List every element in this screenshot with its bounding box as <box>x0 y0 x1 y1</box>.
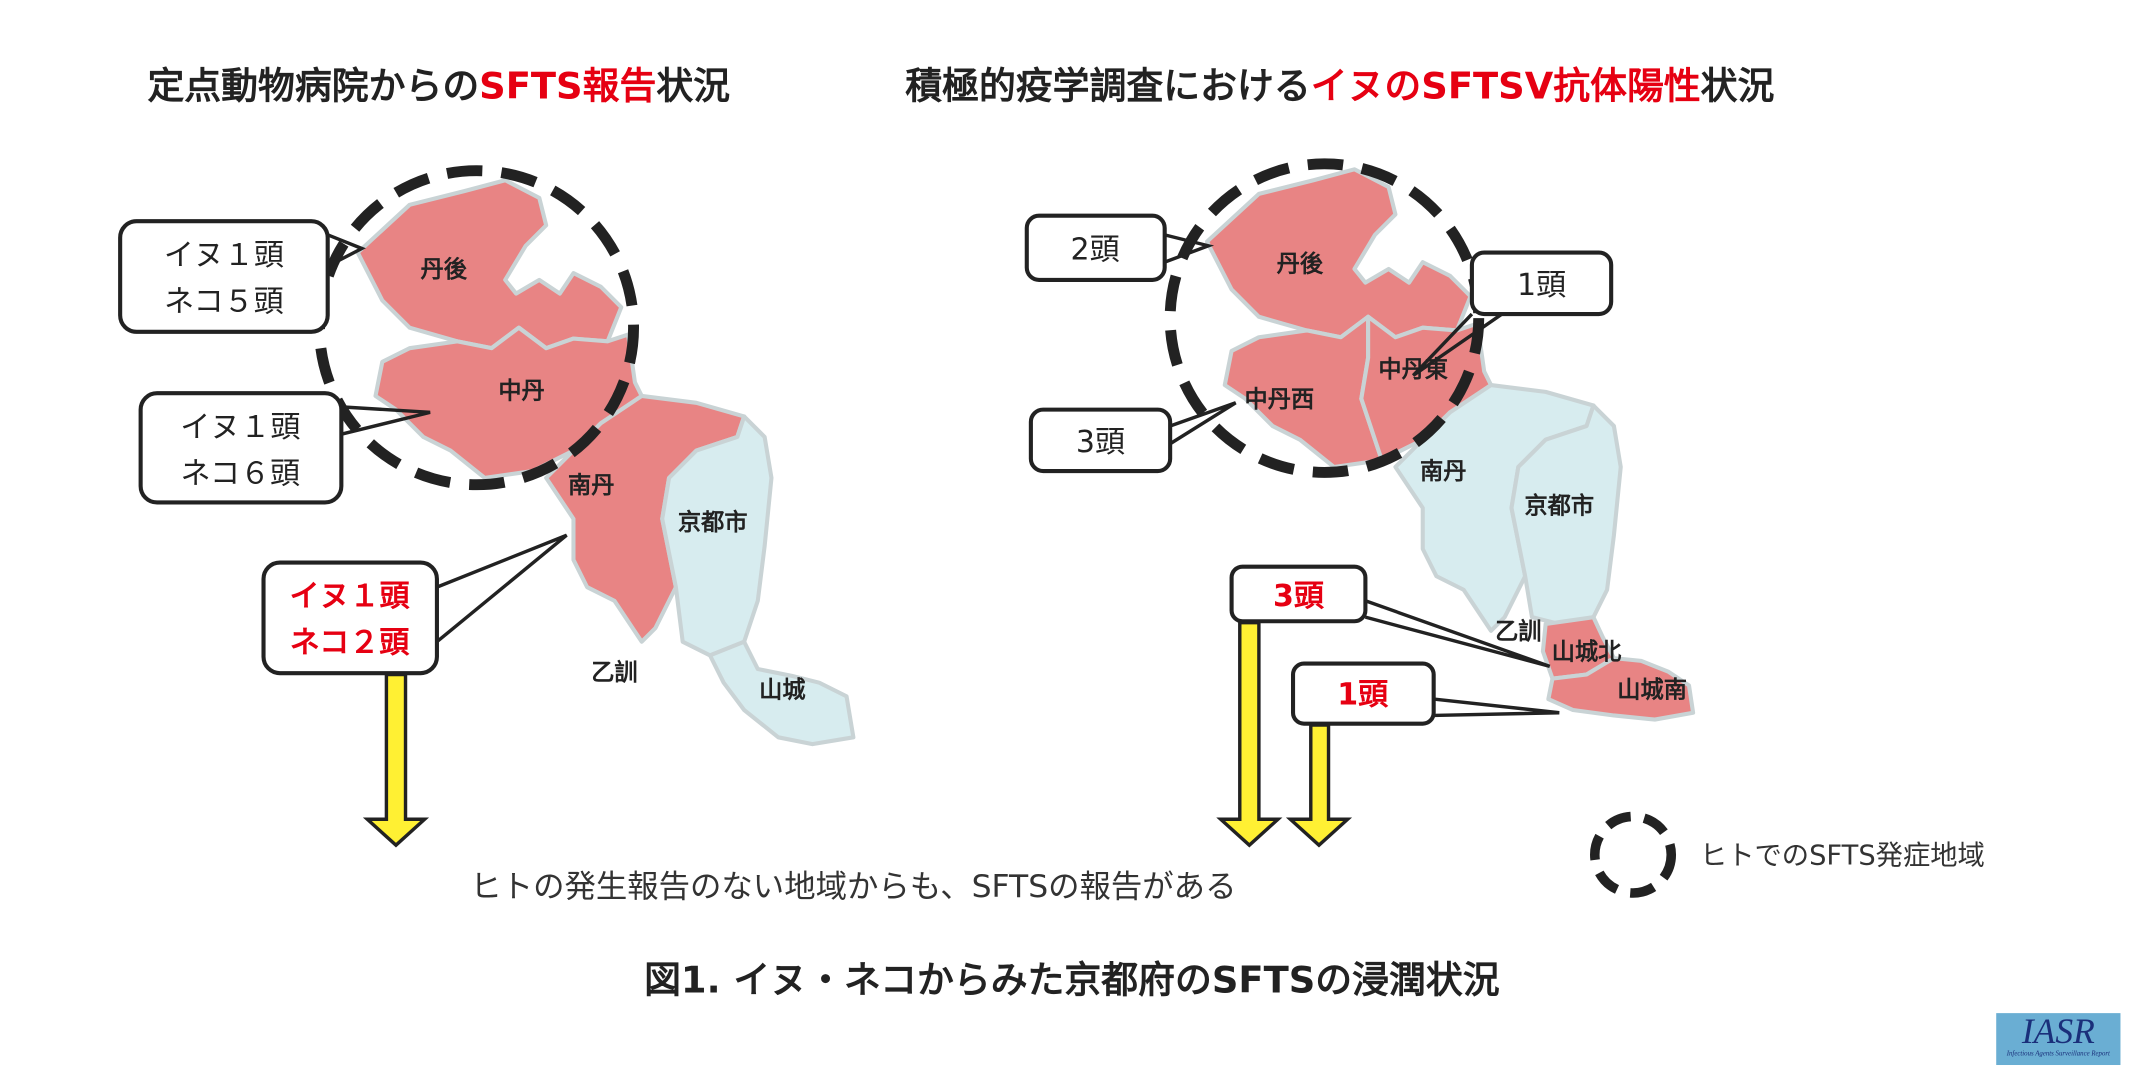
region-yamashiro <box>707 639 856 747</box>
region-chutan-west <box>1222 314 1384 470</box>
label-tango: 丹後 <box>1277 251 1324 278</box>
label-nantan: 南丹 <box>1420 458 1466 485</box>
callout-text: イヌ１頭 <box>164 238 284 273</box>
callout-text: 2頭 <box>1070 232 1119 267</box>
label-yamashiro: 山城 <box>759 677 805 704</box>
region-tango <box>1204 167 1473 340</box>
callout-tango <box>118 219 330 334</box>
label-tango: 丹後 <box>421 256 468 283</box>
callout-nantan <box>261 560 439 676</box>
legend-dashed-circle-icon <box>1590 811 1677 898</box>
callout-text: ネコ６頭 <box>181 456 300 491</box>
iasr-logo: IASR Infectious Agents Surveillance Repo… <box>1996 1011 2121 1066</box>
logo-sub: Infectious Agents Surveillance Report <box>2006 1051 2110 1059</box>
callout-yamashiro-north <box>1229 564 1368 624</box>
down-arrow-icon <box>1285 723 1353 848</box>
callout-text: 3頭 <box>1076 425 1125 460</box>
callout-text: ネコ２頭 <box>290 626 410 661</box>
figure-caption: 図1. イヌ・ネコからみた京都府のSFTSの浸潤状況 <box>644 959 1500 1002</box>
logo-main: IASR <box>2021 1011 2095 1052</box>
legend-label: ヒトでのSFTS発症地域 <box>1700 840 1985 871</box>
callout-text: 1頭 <box>1517 268 1566 303</box>
callout-text: 1頭 <box>1337 678 1389 713</box>
down-arrow-icon <box>1216 620 1283 848</box>
right-title: 積極的疫学調査におけるイヌのSFTSV抗体陽性状況 <box>905 64 1774 107</box>
label-nantan: 南丹 <box>568 472 614 499</box>
callout-text: ネコ５頭 <box>164 284 283 319</box>
left-map: 丹後 中丹 南丹 京都市 乙訓 山城 イヌ１頭 ネコ５頭 イヌ１頭 ネコ６頭 イ… <box>118 165 856 848</box>
callout-chutan-east <box>1469 250 1614 317</box>
left-title: 定点動物病院からのSFTS報告状況 <box>147 64 730 107</box>
right-map: 丹後 中丹東 中丹西 南丹 京都市 乙訓 山城北 山城南 2頭 1頭 3頭 3頭… <box>1024 158 1696 848</box>
down-arrow-icon <box>362 672 430 848</box>
callout-yamashiro-south <box>1290 661 1436 726</box>
callout-chutan-west <box>1028 407 1173 474</box>
region-kyoto <box>1509 403 1623 627</box>
region-yamashiro-south <box>1546 656 1696 722</box>
label-kyoto: 京都市 <box>1524 492 1594 519</box>
callout-chutan <box>138 391 344 505</box>
callout-text: イヌ１頭 <box>180 410 300 445</box>
callout-tango <box>1024 213 1167 282</box>
region-kyoto <box>660 414 774 658</box>
label-yamashiro-south: 山城南 <box>1617 677 1687 704</box>
label-otokuni: 乙訓 <box>1495 618 1541 645</box>
label-chutan: 中丹 <box>498 378 544 405</box>
label-otokuni: 乙訓 <box>591 659 637 686</box>
label-chutan-west: 中丹西 <box>1245 386 1315 413</box>
callout-text: イヌ１頭 <box>290 579 411 614</box>
conclusion-note: ヒトの発生報告のない地域からも、SFTSの報告がある <box>470 869 1236 905</box>
label-yamashiro-north: 山城北 <box>1552 638 1622 665</box>
label-kyoto: 京都市 <box>678 509 748 536</box>
callout-text: 3頭 <box>1273 579 1325 614</box>
